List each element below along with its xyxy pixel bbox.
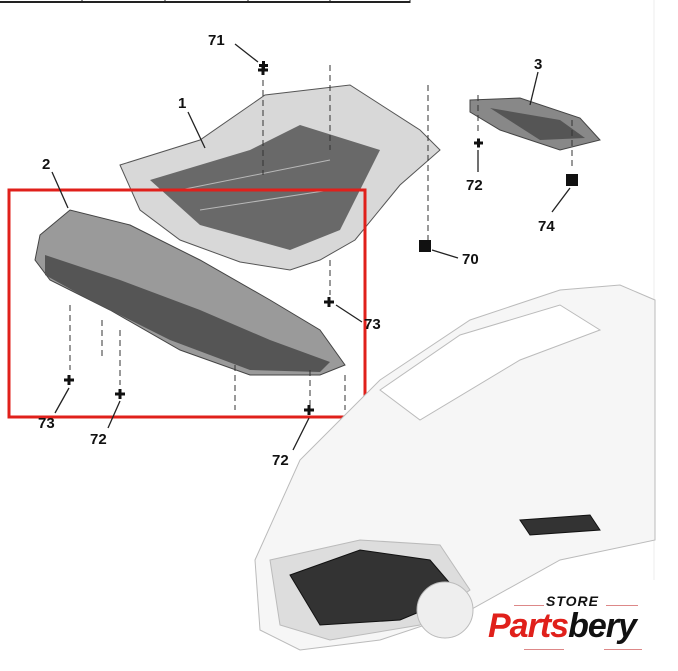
car-illustration: [254, 284, 656, 651]
plus-fastener-icon: [324, 297, 334, 307]
callout-73-left: 73: [38, 415, 55, 432]
callout-72-bottom: 72: [272, 452, 289, 469]
dashed-leaders: [69, 65, 573, 410]
plus-fastener-icon: [64, 375, 74, 385]
part-2-front-shield: [34, 209, 346, 376]
plus-fastener-icon: [474, 138, 483, 148]
highlight-box: [7, 188, 367, 419]
callout-3: 3: [534, 56, 542, 73]
callout-1: 1: [178, 95, 186, 112]
callout-72-top: 72: [466, 177, 483, 194]
callout-74: 74: [538, 218, 555, 235]
callout-2: 2: [42, 156, 50, 173]
callout-73-right: 73: [364, 316, 381, 333]
table-fragment: [0, 0, 411, 3]
callout-72-left: 72: [90, 431, 107, 448]
plus-fastener-icon: [304, 405, 314, 415]
logo-store-text: STORE: [546, 593, 599, 609]
callout-70: 70: [462, 251, 479, 268]
part-1-undertray: [119, 84, 441, 271]
square-clip-icon: [566, 174, 578, 186]
square-clip-icon: [419, 240, 431, 252]
callout-71: 71: [208, 32, 225, 49]
logo-brand: Partsbery: [488, 607, 637, 646]
callout-leaders: [51, 43, 571, 451]
partsbery-logo: STORE Partsbery: [486, 593, 666, 653]
plus-fastener-icon: [258, 65, 268, 75]
logo-brand-red: Parts: [488, 607, 569, 645]
logo-brand-black: bery: [568, 607, 637, 645]
fasteners: [64, 61, 578, 415]
part-3-side-cover: [469, 97, 601, 151]
plus-fastener-icon: [115, 389, 125, 399]
